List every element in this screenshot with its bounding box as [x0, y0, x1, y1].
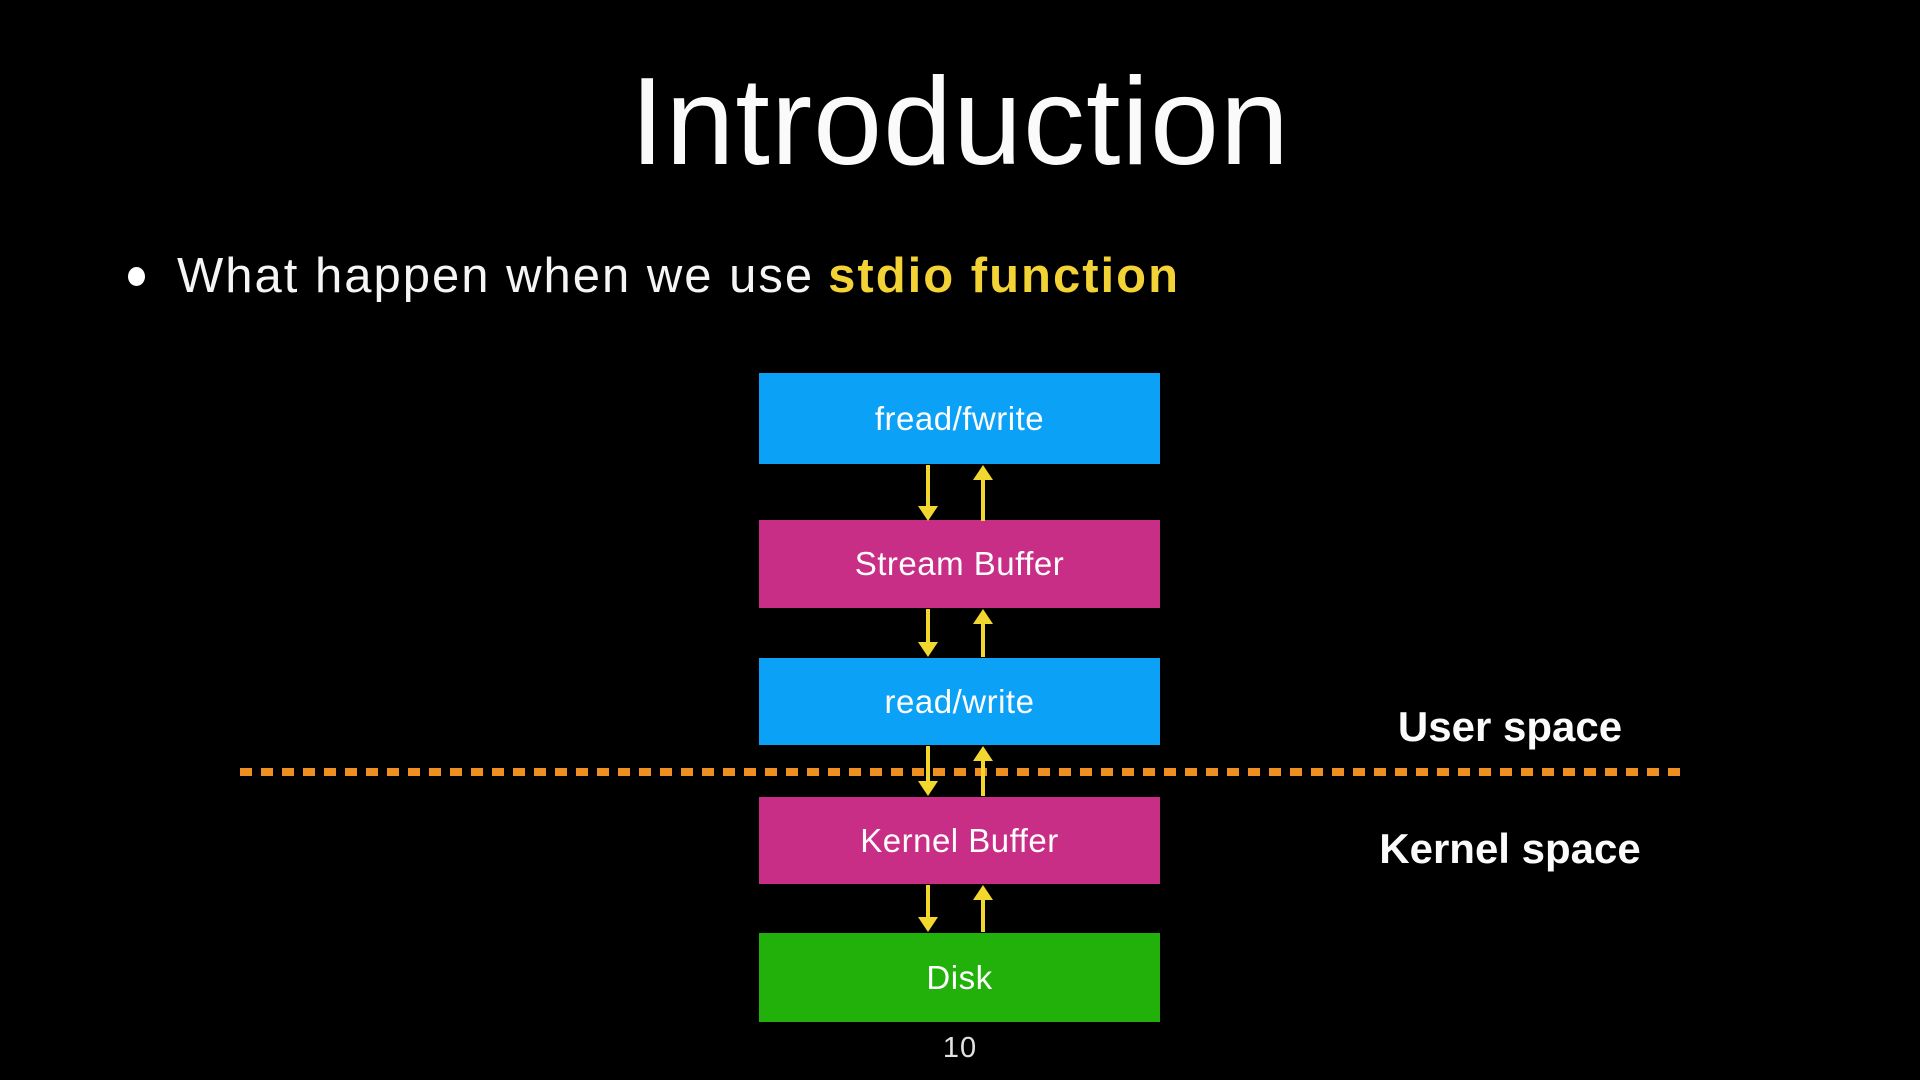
diagram-box-fread-fwrite: fread/fwrite: [759, 373, 1160, 464]
diagram-box-disk: Disk: [759, 933, 1160, 1022]
up-arrow-icon: [973, 465, 993, 521]
up-arrow-icon: [973, 885, 993, 932]
user-kernel-divider-dashed-line: [240, 768, 1681, 776]
kernel-space-label: Kernel space: [1379, 825, 1641, 872]
bullet-dot-icon: [128, 266, 145, 286]
bullet-item: What happen when we use stdio function: [128, 248, 1180, 304]
down-arrow-icon: [918, 465, 938, 521]
page-number: 10: [942, 1032, 978, 1064]
diagram-box-read-write: read/write: [759, 658, 1160, 745]
user-space-label: User space: [1397, 703, 1623, 750]
down-arrow-icon: [918, 885, 938, 932]
up-arrow-icon: [973, 746, 993, 796]
slide-title: Introduction: [630, 53, 1290, 191]
diagram-box-kernel-buffer: Kernel Buffer: [759, 797, 1160, 884]
bullet-text: What happen when we use: [177, 249, 815, 303]
down-arrow-icon: [918, 609, 938, 657]
bullet-text-highlight: stdio function: [828, 249, 1181, 303]
up-arrow-icon: [973, 609, 993, 657]
down-arrow-icon: [918, 746, 938, 796]
diagram-box-stream-buffer: Stream Buffer: [759, 520, 1160, 608]
